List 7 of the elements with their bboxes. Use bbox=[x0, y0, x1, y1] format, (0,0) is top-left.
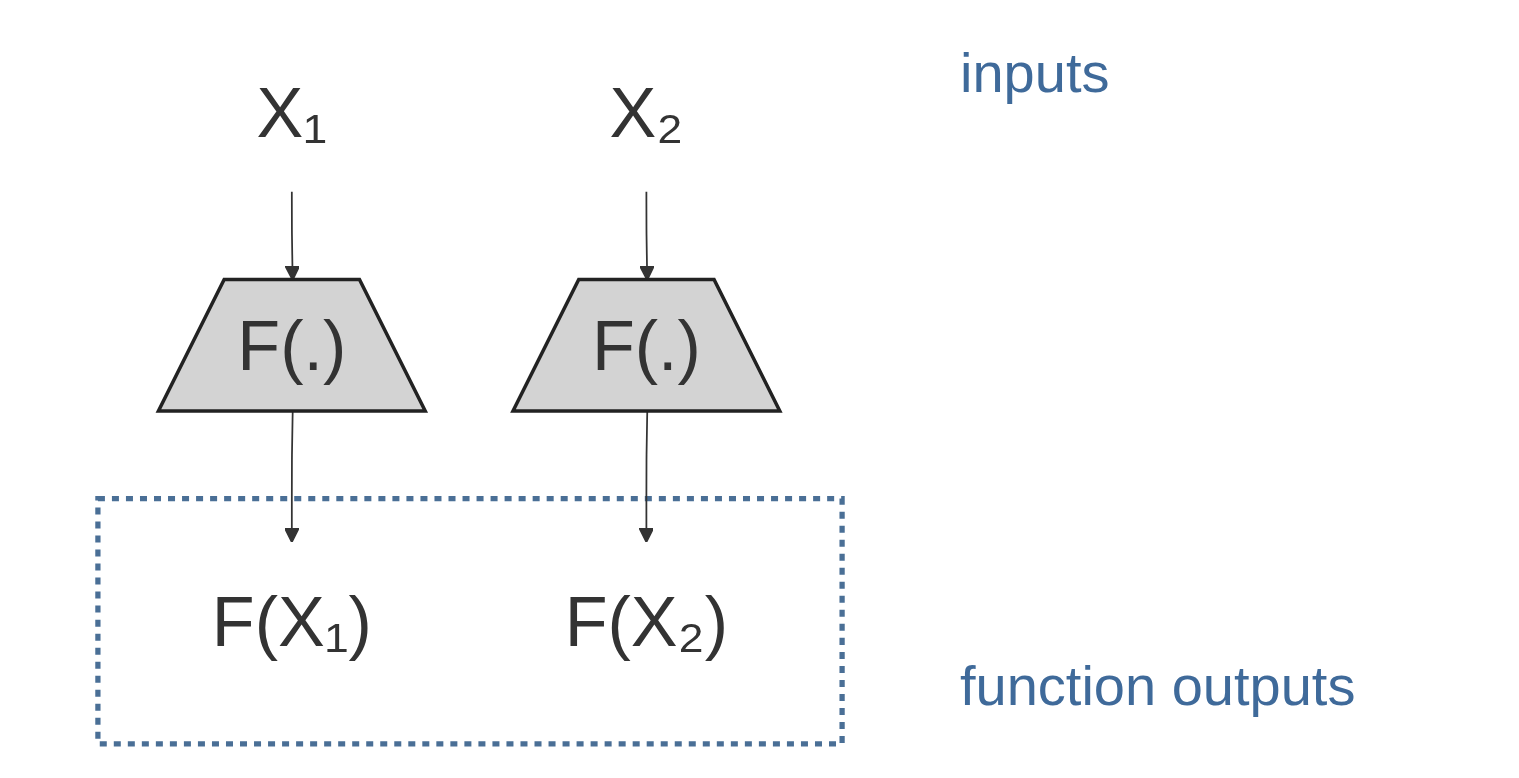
node-text: F(X₂) bbox=[564, 582, 729, 660]
annotation-text: inputs bbox=[960, 40, 1110, 105]
annotation-text: function outputs bbox=[960, 653, 1356, 718]
cluster bbox=[95, 495, 845, 747]
node-text: X₂ bbox=[609, 74, 684, 152]
node-text: X₁ bbox=[256, 74, 328, 152]
node-text: F(X₁) bbox=[211, 582, 372, 660]
